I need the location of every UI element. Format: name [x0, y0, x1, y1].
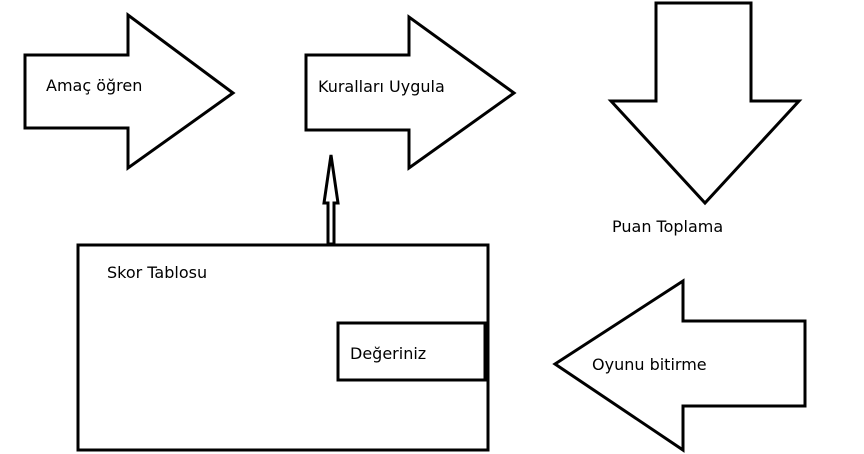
label-oyunu-bitirme: Oyunu bitirme — [592, 355, 707, 374]
label-amac-ogren: Amaç öğren — [46, 76, 143, 95]
label-kurallari-uygula: Kuralları Uygula — [318, 77, 445, 96]
label-skor-tablosu: Skor Tablosu — [107, 263, 208, 282]
arrow-puan-toplama — [607, 1, 803, 206]
arrow-oyunu-bitirme — [552, 278, 807, 453]
arrow-kurallari-uygula — [304, 14, 517, 171]
arrow-amac-ogren — [23, 12, 236, 171]
label-puan-toplama: Puan Toplama — [612, 217, 724, 236]
label-degeriniz: Değeriniz — [350, 344, 427, 363]
box-degeriniz — [336, 321, 487, 382]
arrow-up-connector — [322, 154, 340, 246]
